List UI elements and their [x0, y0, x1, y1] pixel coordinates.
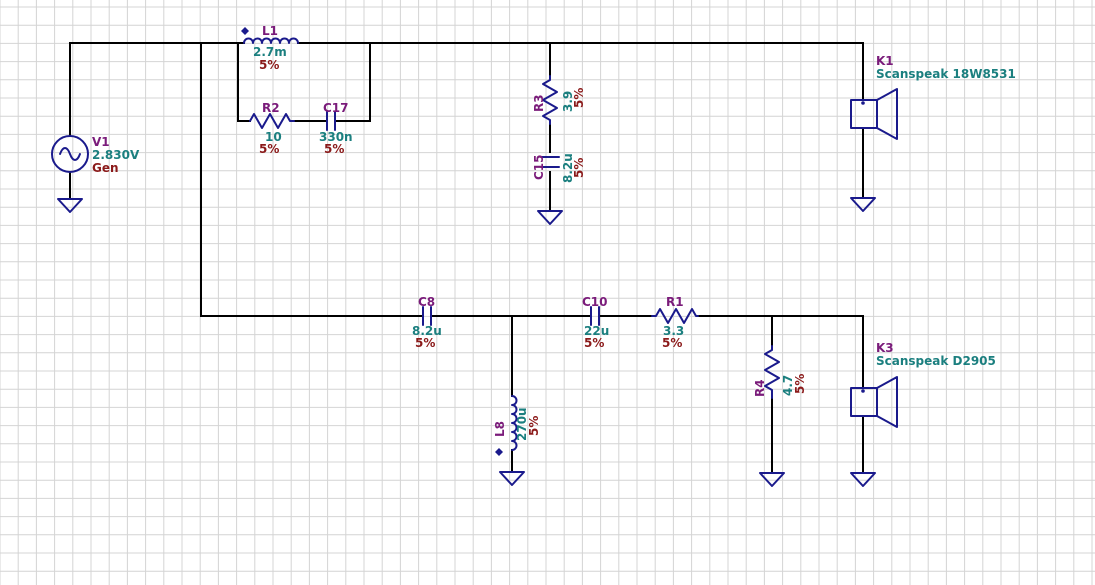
r4-name: R4	[753, 379, 767, 397]
speaker-k1[interactable]: K1 Scanspeak 18W8531	[850, 54, 1016, 140]
k1-name: K1	[876, 54, 894, 68]
c10-tolerance: 5%	[584, 336, 604, 350]
source-value: 2.830V	[92, 148, 140, 162]
l1-name: L1	[262, 24, 278, 38]
r1-value: 3.3	[663, 324, 684, 338]
source-label: Gen	[92, 161, 119, 175]
ground-symbol	[57, 198, 83, 213]
resistor-r4[interactable]: R4 4.7 5%	[753, 345, 807, 399]
c17-tolerance: 5%	[324, 142, 344, 156]
capacitor-c17[interactable]: C17 330n 5%	[319, 101, 353, 156]
r1-tolerance: 5%	[662, 336, 682, 350]
inductor-l1[interactable]: L1 2.7m 5%	[241, 24, 299, 72]
r2-tolerance: 5%	[259, 142, 279, 156]
r2-name: R2	[262, 101, 280, 115]
c10-name: C10	[582, 295, 608, 309]
k3-model: Scanspeak D2905	[876, 354, 996, 368]
l8-name: L8	[493, 421, 507, 437]
ground-symbols	[57, 197, 876, 487]
capacitor-c15[interactable]: C15 8.2u 5%	[532, 153, 586, 183]
resistor-r3[interactable]: R3 3.9 5%	[532, 75, 586, 125]
source-name: V1	[92, 135, 110, 149]
wires	[69, 42, 864, 473]
ground-symbol	[850, 472, 876, 487]
source-v1[interactable]: V1 2.830V Gen	[51, 135, 140, 175]
resistor-r2[interactable]: R2 10 5%	[249, 101, 295, 156]
c15-name: C15	[532, 154, 546, 180]
l8-tolerance: 5%	[527, 416, 541, 436]
r2-value: 10	[265, 130, 282, 144]
r4-value: 4.7	[781, 375, 795, 396]
r3-tolerance: 5%	[572, 88, 586, 108]
capacitor-c8[interactable]: C8 8.2u 5%	[412, 295, 442, 350]
k1-model: Scanspeak 18W8531	[876, 67, 1016, 81]
r3-value: 3.9	[561, 91, 575, 112]
c15-value: 8.2u	[561, 153, 575, 183]
c8-value: 8.2u	[412, 324, 442, 338]
k3-name: K3	[876, 341, 894, 355]
c17-name: C17	[323, 101, 349, 115]
l1-value: 2.7m	[253, 45, 287, 59]
inductor-l8[interactable]: L8 270u 5%	[493, 395, 541, 456]
ground-symbol	[759, 472, 785, 487]
ground-symbol	[499, 471, 525, 486]
r4-tolerance: 5%	[793, 374, 807, 394]
capacitor-c10[interactable]: C10 22u 5%	[582, 295, 609, 350]
c17-value: 330n	[319, 130, 353, 144]
c8-name: C8	[418, 295, 435, 309]
c8-tolerance: 5%	[415, 336, 435, 350]
r3-name: R3	[532, 94, 546, 112]
speaker-k3[interactable]: K3 Scanspeak D2905	[850, 341, 996, 428]
ground-symbol	[537, 210, 563, 225]
l1-tolerance: 5%	[259, 58, 279, 72]
c15-tolerance: 5%	[572, 158, 586, 178]
ground-symbol	[850, 197, 876, 212]
c10-value: 22u	[584, 324, 609, 338]
resistor-r1[interactable]: R1 3.3 5%	[651, 295, 699, 350]
r1-name: R1	[666, 295, 684, 309]
l8-value: 270u	[515, 407, 529, 441]
